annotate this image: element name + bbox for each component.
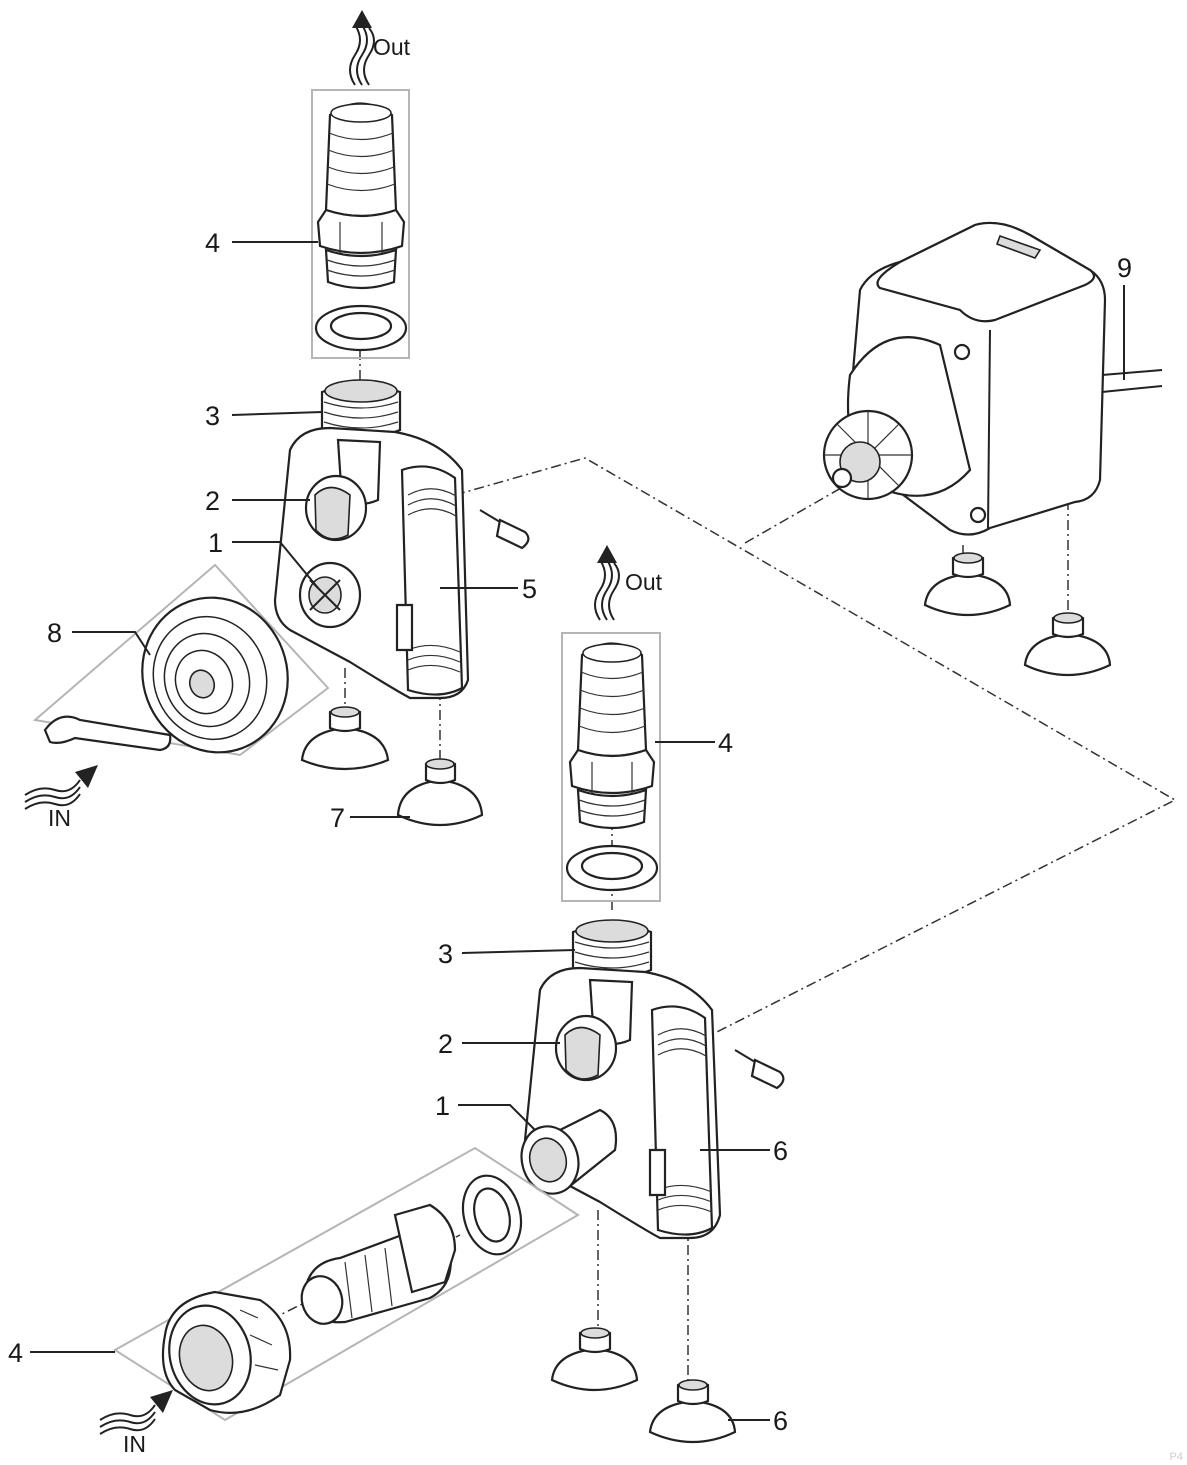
- o-ring-a: [314, 304, 408, 352]
- label-a-outlet: 3: [205, 401, 220, 431]
- pump-housing-b: [520, 966, 785, 1240]
- leader-lines: [30, 241, 1125, 1421]
- suction-foot-motor1: [923, 552, 1012, 617]
- flow-arrow-out-top: [349, 10, 375, 86]
- pump-housing-a: [273, 426, 530, 700]
- suction-foot-a2: [396, 758, 484, 827]
- label-b-suction-foot: 6: [773, 1406, 788, 1436]
- label-a-inlet: 1: [208, 528, 223, 558]
- flow-arrow-in-bottom: [99, 1390, 173, 1435]
- label-motor-block: 9: [1117, 253, 1132, 283]
- hose-kit-b: [161, 1174, 523, 1414]
- label-a-prefilter: 8: [47, 618, 62, 648]
- flow-label-in-left: IN: [48, 805, 71, 831]
- label-a-suction-foot: 7: [330, 803, 345, 833]
- label-a-regulator: 2: [205, 486, 220, 516]
- prefilter-frame: [32, 563, 330, 757]
- flow-arrow-in-left: [24, 765, 98, 810]
- label-b-housing: 6: [773, 1136, 788, 1166]
- label-b-outlet: 3: [438, 939, 453, 969]
- hose-tail-a: [316, 102, 406, 290]
- suction-foot-b2: [648, 1379, 737, 1444]
- label-b-hose-tail: 4: [718, 728, 733, 758]
- label-a-hose-tail: 4: [205, 228, 220, 258]
- suction-foot-motor2: [1023, 612, 1112, 677]
- flow-label-out-top: Out: [373, 34, 411, 60]
- o-ring-b: [565, 844, 659, 892]
- flow-label-in-bottom: IN: [123, 1431, 146, 1457]
- motor-block: [822, 221, 1163, 677]
- flow-arrow-out-mid: [594, 545, 620, 621]
- label-b-hose-kit: 4: [8, 1338, 23, 1368]
- label-b-regulator: 2: [438, 1029, 453, 1059]
- label-a-housing: 5: [522, 574, 537, 604]
- assembly-b: [113, 632, 785, 1444]
- label-b-inlet: 1: [435, 1091, 450, 1121]
- suction-foot-a1: [300, 706, 390, 771]
- arrow-up-icon: [597, 545, 617, 563]
- hose-tail-frame-b: [561, 632, 661, 902]
- hose-tail-b: [568, 642, 656, 830]
- arrow-up-icon: [352, 10, 372, 28]
- impeller: [822, 409, 914, 501]
- page-mark: P4: [1169, 1451, 1183, 1463]
- arrow-in-icon: [75, 765, 98, 788]
- flow-label-out-mid: Out: [625, 569, 663, 595]
- outlet-thread-a: [320, 379, 402, 440]
- arrow-in-icon: [150, 1390, 173, 1413]
- hose-tail-frame-a: [311, 89, 410, 359]
- suction-foot-b1: [550, 1327, 639, 1392]
- prefilter: [43, 596, 289, 754]
- assembly-a: [32, 89, 530, 827]
